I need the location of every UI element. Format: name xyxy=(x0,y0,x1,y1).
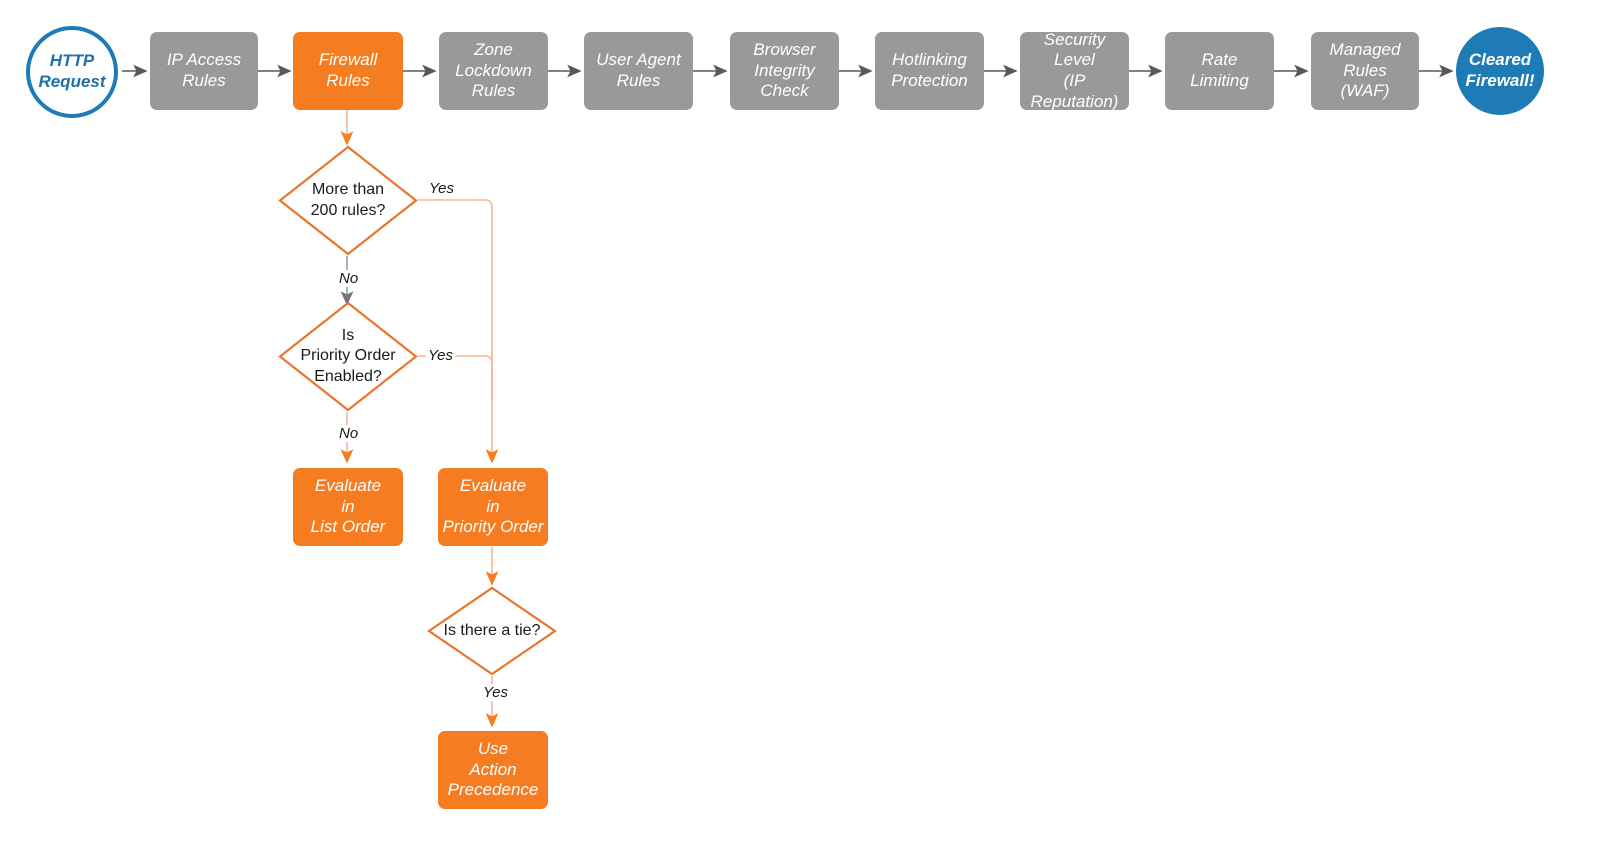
node-label: Rate Limiting xyxy=(1190,50,1249,90)
edge-decision1-yes xyxy=(418,199,499,464)
node-label: Use Action Precedence xyxy=(447,738,539,800)
diamond-shape xyxy=(278,301,418,412)
node-label: Browser Integrity Check xyxy=(753,39,816,101)
node-use-action-precedence[interactable]: Use Action Precedence xyxy=(438,731,548,809)
edge-label-decision1-yes: Yes xyxy=(427,180,457,197)
node-browser-integrity-check[interactable]: Browser Integrity Check xyxy=(730,32,839,110)
node-user-agent-rules[interactable]: User Agent Rules xyxy=(584,32,693,110)
node-managed-rules-waf[interactable]: Managed Rules (WAF) xyxy=(1311,32,1419,110)
node-rate-limiting[interactable]: Rate Limiting xyxy=(1165,32,1274,110)
node-label: More than 200 rules? xyxy=(310,181,386,219)
node-label: Hotlinking Protection xyxy=(891,50,968,90)
node-label: Firewall Rules xyxy=(318,50,378,90)
node-security-level[interactable]: Security Level (IP Reputation) xyxy=(1020,29,1129,111)
node-label: Cleared Firewall! xyxy=(1465,50,1535,90)
node-ip-access-rules[interactable]: IP Access Rules xyxy=(150,32,258,110)
node-is-priority-order-enabled[interactable]: Is Priority Order Enabled? xyxy=(277,300,419,413)
node-label: Is there a tie? xyxy=(443,621,541,639)
node-cleared-firewall[interactable]: Cleared Firewall! xyxy=(1456,27,1544,115)
diamond-shape xyxy=(427,586,557,676)
node-label: Evaluate in Priority Order xyxy=(442,475,544,537)
node-label: Security Level (IP Reputation) xyxy=(1030,29,1119,111)
node-zone-lockdown-rules[interactable]: Zone Lockdown Rules xyxy=(439,32,548,110)
node-http-request[interactable]: HTTP Request xyxy=(26,26,118,118)
edge-label-decision1-no: No xyxy=(337,270,361,287)
edge-label-tie-yes: Yes xyxy=(481,684,511,701)
node-more-than-200-rules[interactable]: More than 200 rules? xyxy=(277,144,419,257)
node-label: Managed Rules (WAF) xyxy=(1329,39,1401,101)
edge-label-decision2-yes: Yes xyxy=(426,347,456,364)
node-label: Is Priority Order Enabled? xyxy=(300,326,396,385)
node-label: IP Access Rules xyxy=(166,50,242,90)
node-evaluate-in-priority-order[interactable]: Evaluate in Priority Order xyxy=(438,468,548,546)
edge-label-decision2-no: No xyxy=(337,425,361,442)
node-label: Evaluate in List Order xyxy=(310,475,386,537)
node-firewall-rules[interactable]: Firewall Rules xyxy=(293,32,403,110)
node-hotlinking-protection[interactable]: Hotlinking Protection xyxy=(875,32,984,110)
node-is-there-a-tie[interactable]: Is there a tie? xyxy=(426,585,558,677)
diamond-shape xyxy=(278,145,418,256)
node-evaluate-in-list-order[interactable]: Evaluate in List Order xyxy=(293,468,403,546)
node-label: Zone Lockdown Rules xyxy=(455,39,532,101)
node-label: User Agent Rules xyxy=(596,50,681,90)
node-label: HTTP Request xyxy=(38,51,106,91)
